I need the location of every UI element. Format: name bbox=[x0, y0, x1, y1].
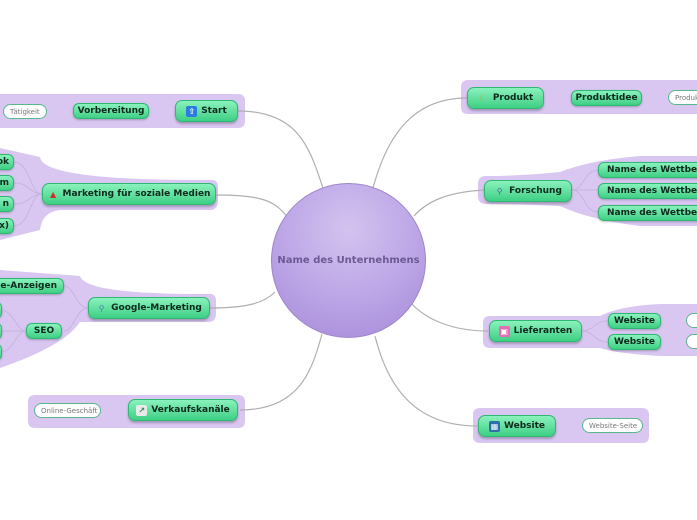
connector-research bbox=[413, 189, 485, 217]
subtopic-competitor-1[interactable]: Name des Wettbewe bbox=[598, 162, 697, 178]
banana-icon: ☾ bbox=[479, 93, 487, 103]
subtopic-vorbereitung[interactable]: Vorbereitung bbox=[73, 103, 149, 119]
topic-sales-channels[interactable]: ↗ Verkaufskanäle bbox=[128, 399, 238, 421]
shopping-bag-icon: ▣ bbox=[498, 325, 510, 337]
leaf-online-shop[interactable]: Online-Geschäft bbox=[34, 403, 101, 418]
topic-start-label: Start bbox=[201, 106, 227, 116]
magnifier-icon: ⚲ bbox=[496, 186, 503, 196]
subtopic-supplier-website-1[interactable]: Website bbox=[608, 313, 661, 329]
subconnector-suppliers bbox=[581, 320, 609, 343]
connector-google bbox=[209, 291, 276, 309]
subtopic-social-1[interactable]: ok bbox=[0, 154, 14, 170]
subtopic-competitor-3[interactable]: Name des Wettbewe bbox=[598, 205, 697, 221]
topic-google-marketing-label: Google-Marketing bbox=[111, 303, 202, 313]
topic-sales-channels-label: Verkaufskanäle bbox=[151, 405, 230, 415]
subtopic-product-idea[interactable]: Produktidee bbox=[571, 90, 642, 106]
topic-suppliers-label: Lieferanten bbox=[513, 326, 573, 336]
topic-google-marketing[interactable]: ⚲ Google-Marketing bbox=[88, 297, 210, 319]
subtopic-seo[interactable]: SEO bbox=[26, 323, 62, 339]
subtopic-supplier-website-2[interactable]: Website bbox=[608, 334, 661, 350]
arrow-up-icon: ⇧ bbox=[186, 105, 198, 117]
subconnector-google bbox=[0, 285, 89, 353]
connector-website bbox=[374, 335, 478, 427]
connector-start bbox=[237, 110, 324, 189]
central-topic[interactable]: Name des Unternehmens bbox=[271, 183, 426, 338]
megaphone-icon: ▲ bbox=[49, 189, 57, 199]
topic-research-label: Forschung bbox=[509, 186, 562, 196]
topic-product[interactable]: ☾ Produkt bbox=[467, 87, 544, 109]
topic-social-media-label: Marketing für soziale Medien bbox=[62, 189, 211, 199]
connector-social bbox=[215, 194, 289, 219]
connector-product bbox=[372, 97, 468, 189]
connector-sales bbox=[239, 333, 323, 411]
subtopic-social-3[interactable]: n bbox=[0, 196, 14, 212]
subtopic-google-ads[interactable]: le-Anzeigen bbox=[0, 278, 64, 294]
branch-bg-google bbox=[0, 270, 216, 368]
connector-suppliers bbox=[411, 303, 489, 332]
topic-website-label: Website bbox=[504, 421, 546, 431]
subtopic-competitor-2[interactable]: Name des Wettbewe bbox=[598, 183, 697, 199]
chart-icon: ↗ bbox=[136, 404, 148, 416]
subtopic-social-2[interactable]: m bbox=[0, 175, 14, 191]
topic-website[interactable]: ▦ Website bbox=[478, 415, 556, 437]
topic-start[interactable]: ⇧ Start bbox=[175, 100, 238, 122]
subconnector-social bbox=[13, 161, 43, 227]
leaf-taetigkeit[interactable]: Tätigkeit bbox=[3, 104, 47, 119]
topic-suppliers[interactable]: ▣ Lieferanten bbox=[489, 320, 582, 342]
leaf-supplier-website-2[interactable] bbox=[686, 334, 697, 349]
topic-product-label: Produkt bbox=[492, 93, 534, 103]
leaf-supplier-website-1[interactable] bbox=[686, 313, 697, 328]
web-icon: ▦ bbox=[489, 420, 500, 432]
subconnector-research bbox=[571, 169, 599, 213]
subtopic-social-4[interactable]: x) bbox=[0, 218, 14, 234]
leaf-product[interactable]: Produk bbox=[668, 90, 697, 105]
magnifier-icon: ⚲ bbox=[98, 303, 105, 313]
leaf-website-page[interactable]: Website-Seite bbox=[582, 418, 643, 433]
topic-social-media[interactable]: ▲ Marketing für soziale Medien bbox=[42, 183, 216, 205]
topic-research[interactable]: ⚲ Forschung bbox=[484, 180, 572, 202]
